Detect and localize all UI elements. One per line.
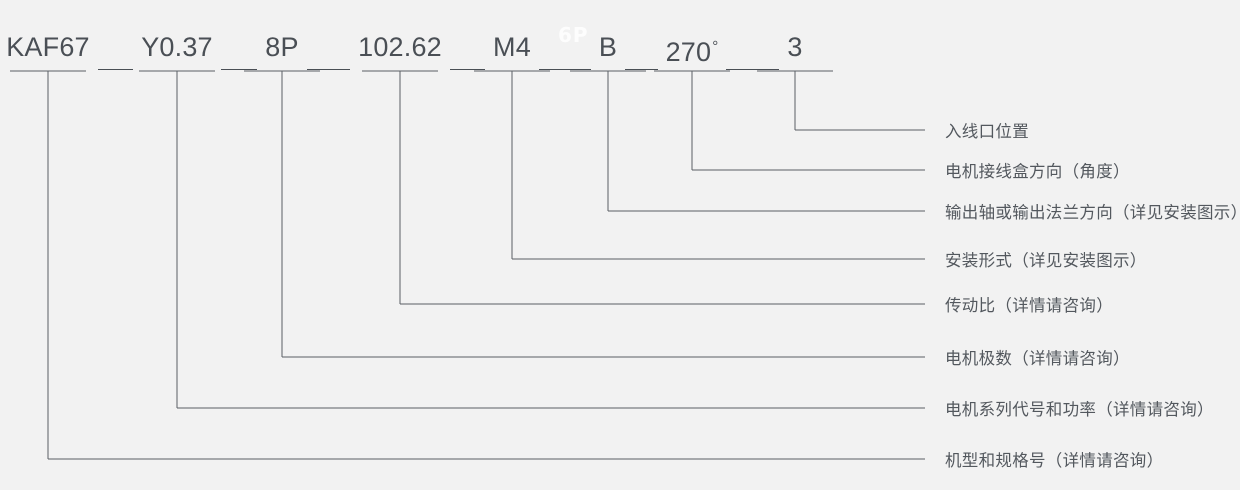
code-token-text: M4	[493, 32, 531, 62]
code-token-text: 102.62	[358, 32, 442, 62]
code-token-text: Y0.37	[141, 32, 213, 62]
code-token-cable-entry-position: 3	[787, 24, 802, 70]
callout-label-machine-type: 机型和规格号（详情请咨询）	[945, 451, 1164, 470]
callout-label-cable-entry-position: 入线口位置	[945, 122, 1029, 141]
code-token-motor-series-power: Y0.37	[141, 24, 213, 70]
code-token-text: B	[598, 32, 618, 62]
code-separator-dash	[97, 69, 134, 70]
code-token-motor-poles: 8P	[265, 24, 298, 70]
code-separator-dash	[538, 69, 591, 70]
callout-label-motor-poles: 电机极数（详情请咨询）	[945, 349, 1130, 368]
callout-label-gear-ratio: 传动比（详情请咨询）	[945, 296, 1113, 315]
code-token-machine-type: KAF67	[6, 24, 90, 70]
code-token-gear-ratio: 102.62	[358, 24, 442, 70]
callout-label-terminal-box-angle: 电机接线盒方向（角度）	[945, 162, 1130, 181]
model-code-row: KAF67 Y0.37 8P 102.62 M4 B 270° 3	[0, 24, 1240, 72]
code-token-text: KAF67	[6, 32, 90, 62]
code-separator-dash	[625, 69, 658, 70]
code-token-text: 8P	[265, 32, 299, 62]
code-separator-dash	[449, 69, 486, 70]
code-separator-dash	[220, 69, 258, 70]
callout-label-mounting-form: 安装形式（详见安装图示）	[945, 251, 1147, 270]
degree-symbol: °	[712, 38, 719, 55]
code-separator-dash	[726, 69, 780, 70]
code-separator-dash	[306, 69, 351, 70]
code-token-text: 3	[787, 32, 803, 62]
code-token-terminal-box-angle: 270°	[666, 24, 719, 75]
watermark-6p: 6P	[558, 23, 589, 47]
callout-label-motor-series-power: 电机系列代号和功率（详情请咨询）	[945, 400, 1214, 419]
code-token-text: 270	[665, 37, 712, 67]
callout-label-output-shaft-direction: 输出轴或输出法兰方向（详见安装图示）	[945, 203, 1240, 222]
code-token-mounting-form: M4	[493, 24, 531, 70]
code-token-output-shaft-direction: B	[599, 24, 617, 70]
